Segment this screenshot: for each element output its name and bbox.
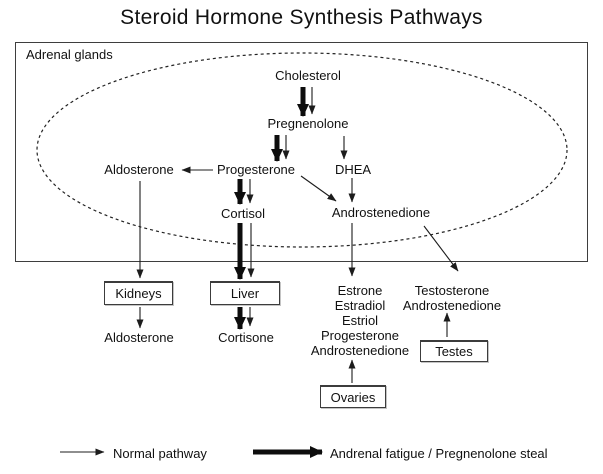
ovary-products-list: Estrone Estradiol Estriol Progesterone A…: [311, 283, 409, 358]
liver-product-label: Cortisone: [218, 330, 274, 345]
ovary-product-estradiol: Estradiol: [334, 298, 386, 313]
testes-box: Testes: [420, 340, 488, 362]
node-androstenedione: Androstenedione: [331, 205, 431, 220]
kidneys-box: Kidneys: [104, 281, 173, 305]
ovary-product-progesterone: Progesterone: [320, 328, 400, 343]
legend-steal-pathway-label: Andrenal fatigue / Pregnenolone steal: [330, 446, 548, 461]
adrenal-gland-ellipse: [36, 52, 568, 248]
adrenal-glands-label: Adrenal glands: [26, 47, 113, 62]
androstenedione-to-testes-products-arrow: [423, 225, 459, 272]
ovary-product-estrone: Estrone: [337, 283, 383, 298]
node-pregnenolone: Pregnenolone: [267, 116, 349, 131]
kidneys-product-label: Aldosterone: [104, 330, 174, 345]
node-progesterone: Progesterone: [216, 162, 296, 177]
ovary-product-estriol: Estriol: [341, 313, 379, 328]
testes-product-testosterone: Testosterone: [414, 283, 490, 298]
legend-normal-pathway-label: Normal pathway: [113, 446, 207, 461]
testes-product-androstenedione: Androstenedione: [402, 298, 502, 313]
progesterone-to-androstenedione-arrow: [300, 175, 337, 202]
ovaries-box: Ovaries: [320, 385, 386, 408]
node-cortisol: Cortisol: [220, 206, 266, 221]
ovary-product-androstenedione: Androstenedione: [310, 343, 410, 358]
diagram-title: Steroid Hormone Synthesis Pathways: [120, 6, 483, 29]
node-dhea: DHEA: [334, 162, 372, 177]
node-aldosterone: Aldosterone: [104, 162, 174, 177]
liver-box: Liver: [210, 281, 280, 305]
node-cholesterol: Cholesterol: [275, 68, 341, 83]
testes-products-list: Testosterone Androstenedione: [403, 283, 501, 313]
adrenal-glands-box: [15, 42, 588, 262]
